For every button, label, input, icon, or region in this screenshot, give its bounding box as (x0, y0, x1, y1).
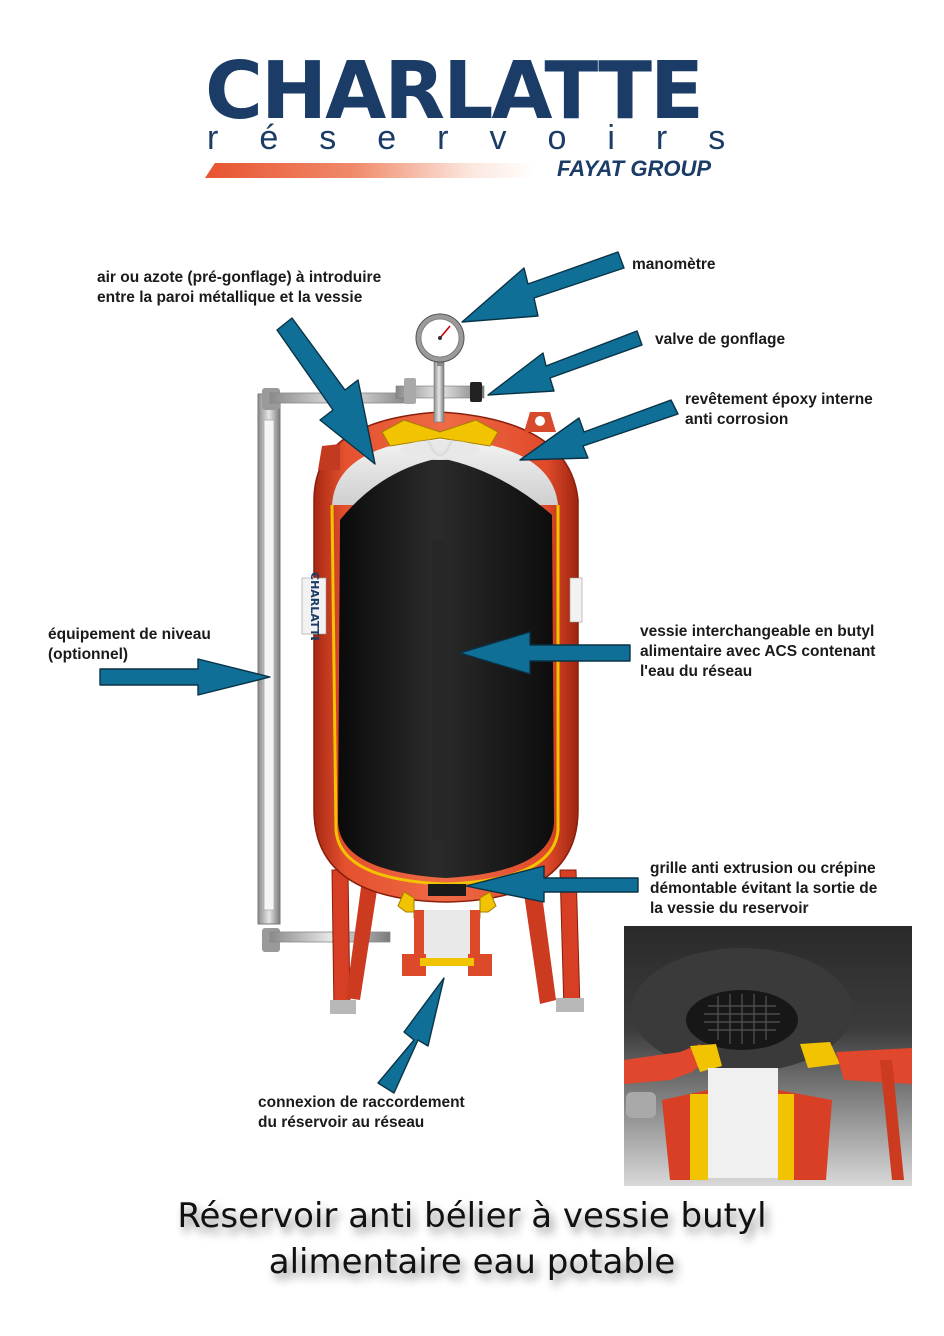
arrow-niveau (99, 658, 271, 696)
arrow-manometre (461, 251, 625, 323)
brand-logo-wordmark: CHARLATTE (205, 45, 704, 137)
label-grille-line-3: la vessie du reservoir (650, 900, 809, 917)
label-epoxy-line-2: anti corrosion (685, 411, 789, 428)
label-air-pregonflage: air ou azote (pré-gonflage) à introduire… (97, 268, 381, 308)
arrow-air (276, 317, 376, 465)
label-epoxy-line-1: revêtement époxy interne (685, 391, 873, 408)
label-connexion-line-2: du réservoir au réseau (258, 1114, 425, 1131)
label-valve-gonflage: valve de gonflage (655, 330, 785, 350)
arrow-grille (465, 865, 639, 903)
bladder-shade (432, 540, 446, 840)
label-manometre: manomètre (632, 255, 716, 275)
label-manometre-line-1: manomètre (632, 256, 716, 273)
label-niveau-line-2: (optionnel) (48, 646, 129, 663)
manometer (415, 313, 465, 366)
label-connexion-line-1: connexion de raccordement (258, 1094, 465, 1111)
arrow-vessie (459, 631, 631, 675)
brand-logo-bar (205, 163, 535, 178)
brand-group-name: FAYAT GROUP (557, 156, 711, 181)
label-connexion-raccordement: connexion de raccordement du réservoir a… (258, 1093, 465, 1133)
top-flange (381, 419, 499, 460)
label-revetement-epoxy: revêtement époxy interne anti corrosion (685, 390, 873, 430)
label-grille-line-2: démontable évitant la sortie de (650, 880, 878, 897)
label-air-line-2: entre la paroi métallique et la vessie (97, 289, 363, 306)
arrow-connexion (377, 977, 445, 1094)
label-vessie-butyl: vessie interchangeable en butyl alimenta… (640, 622, 875, 682)
arrow-valve (487, 330, 643, 396)
label-vessie-line-2: alimentaire avec ACS contenant (640, 643, 876, 660)
label-vessie-line-3: l'eau du réseau (640, 663, 753, 680)
label-grille-anti-extrusion: grille anti extrusion ou crépine démonta… (650, 859, 877, 919)
label-air-line-1: air ou azote (pré-gonflage) à introduire (97, 269, 382, 286)
label-vessie-line-1: vessie interchangeable en butyl (640, 623, 875, 640)
label-valve-line-1: valve de gonflage (655, 331, 786, 348)
valve-assembly (395, 361, 485, 423)
brand-logo-subtitle: réservoirs (207, 119, 767, 157)
arrow-epoxy (519, 399, 679, 461)
tank-legs (330, 869, 584, 1014)
page-title-line-1: Réservoir anti bélier à vessie butyl (177, 1196, 767, 1236)
outlet-detail-photo (624, 926, 912, 1186)
label-equipement-niveau: équipement de niveau (optionnel) (48, 625, 211, 665)
bottom-outlet (397, 884, 497, 976)
page-title-line-2: alimentaire eau potable (268, 1242, 676, 1282)
label-niveau-line-1: équipement de niveau (48, 626, 211, 643)
label-grille-line-1: grille anti extrusion ou crépine (650, 860, 876, 877)
